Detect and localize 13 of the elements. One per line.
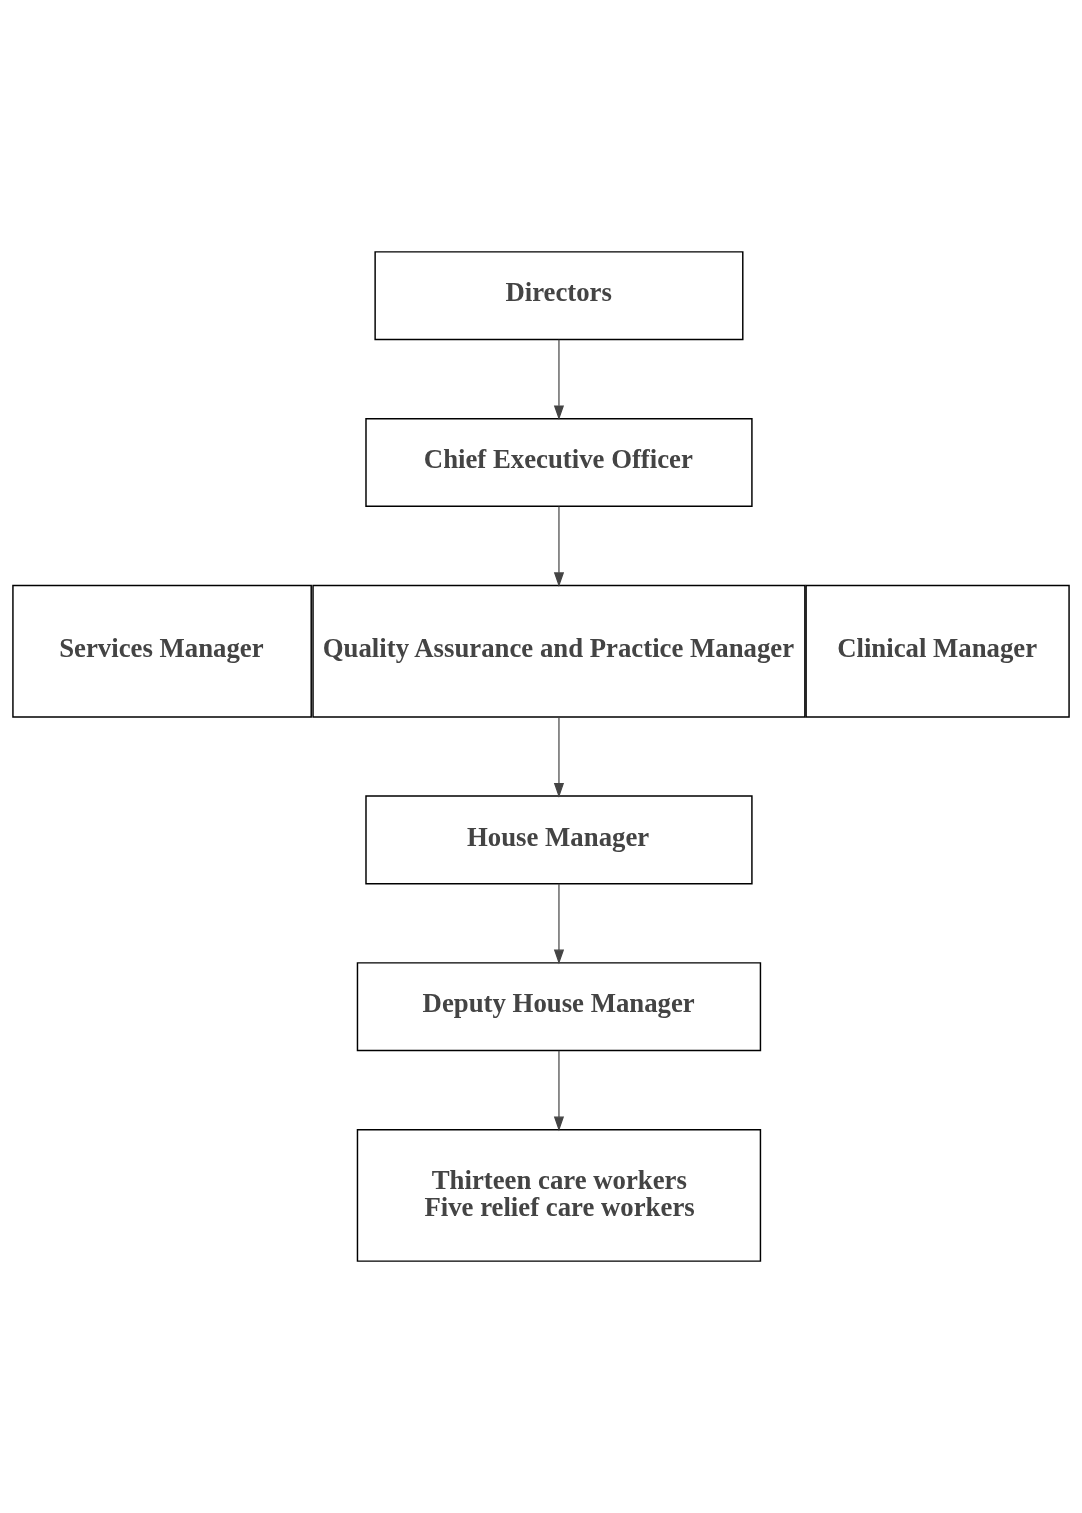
node-box: House Manager bbox=[365, 795, 753, 885]
arrow bbox=[553, 505, 565, 587]
node-box: Deputy House Manager bbox=[356, 962, 762, 1052]
arrow bbox=[553, 716, 565, 798]
node-box: Chief Executive Officer bbox=[365, 417, 753, 508]
arrow bbox=[553, 339, 565, 420]
node-box: Thirteen care workers Five relief care workers bbox=[356, 1128, 762, 1262]
node-box: Clinical Manager bbox=[805, 584, 1070, 718]
node-box: Quality Assurance and Practice Manager bbox=[312, 584, 806, 718]
node-box: Services Manager bbox=[12, 584, 312, 718]
arrow bbox=[553, 1050, 565, 1132]
node-box: Directors bbox=[374, 251, 744, 341]
arrow bbox=[553, 883, 565, 965]
